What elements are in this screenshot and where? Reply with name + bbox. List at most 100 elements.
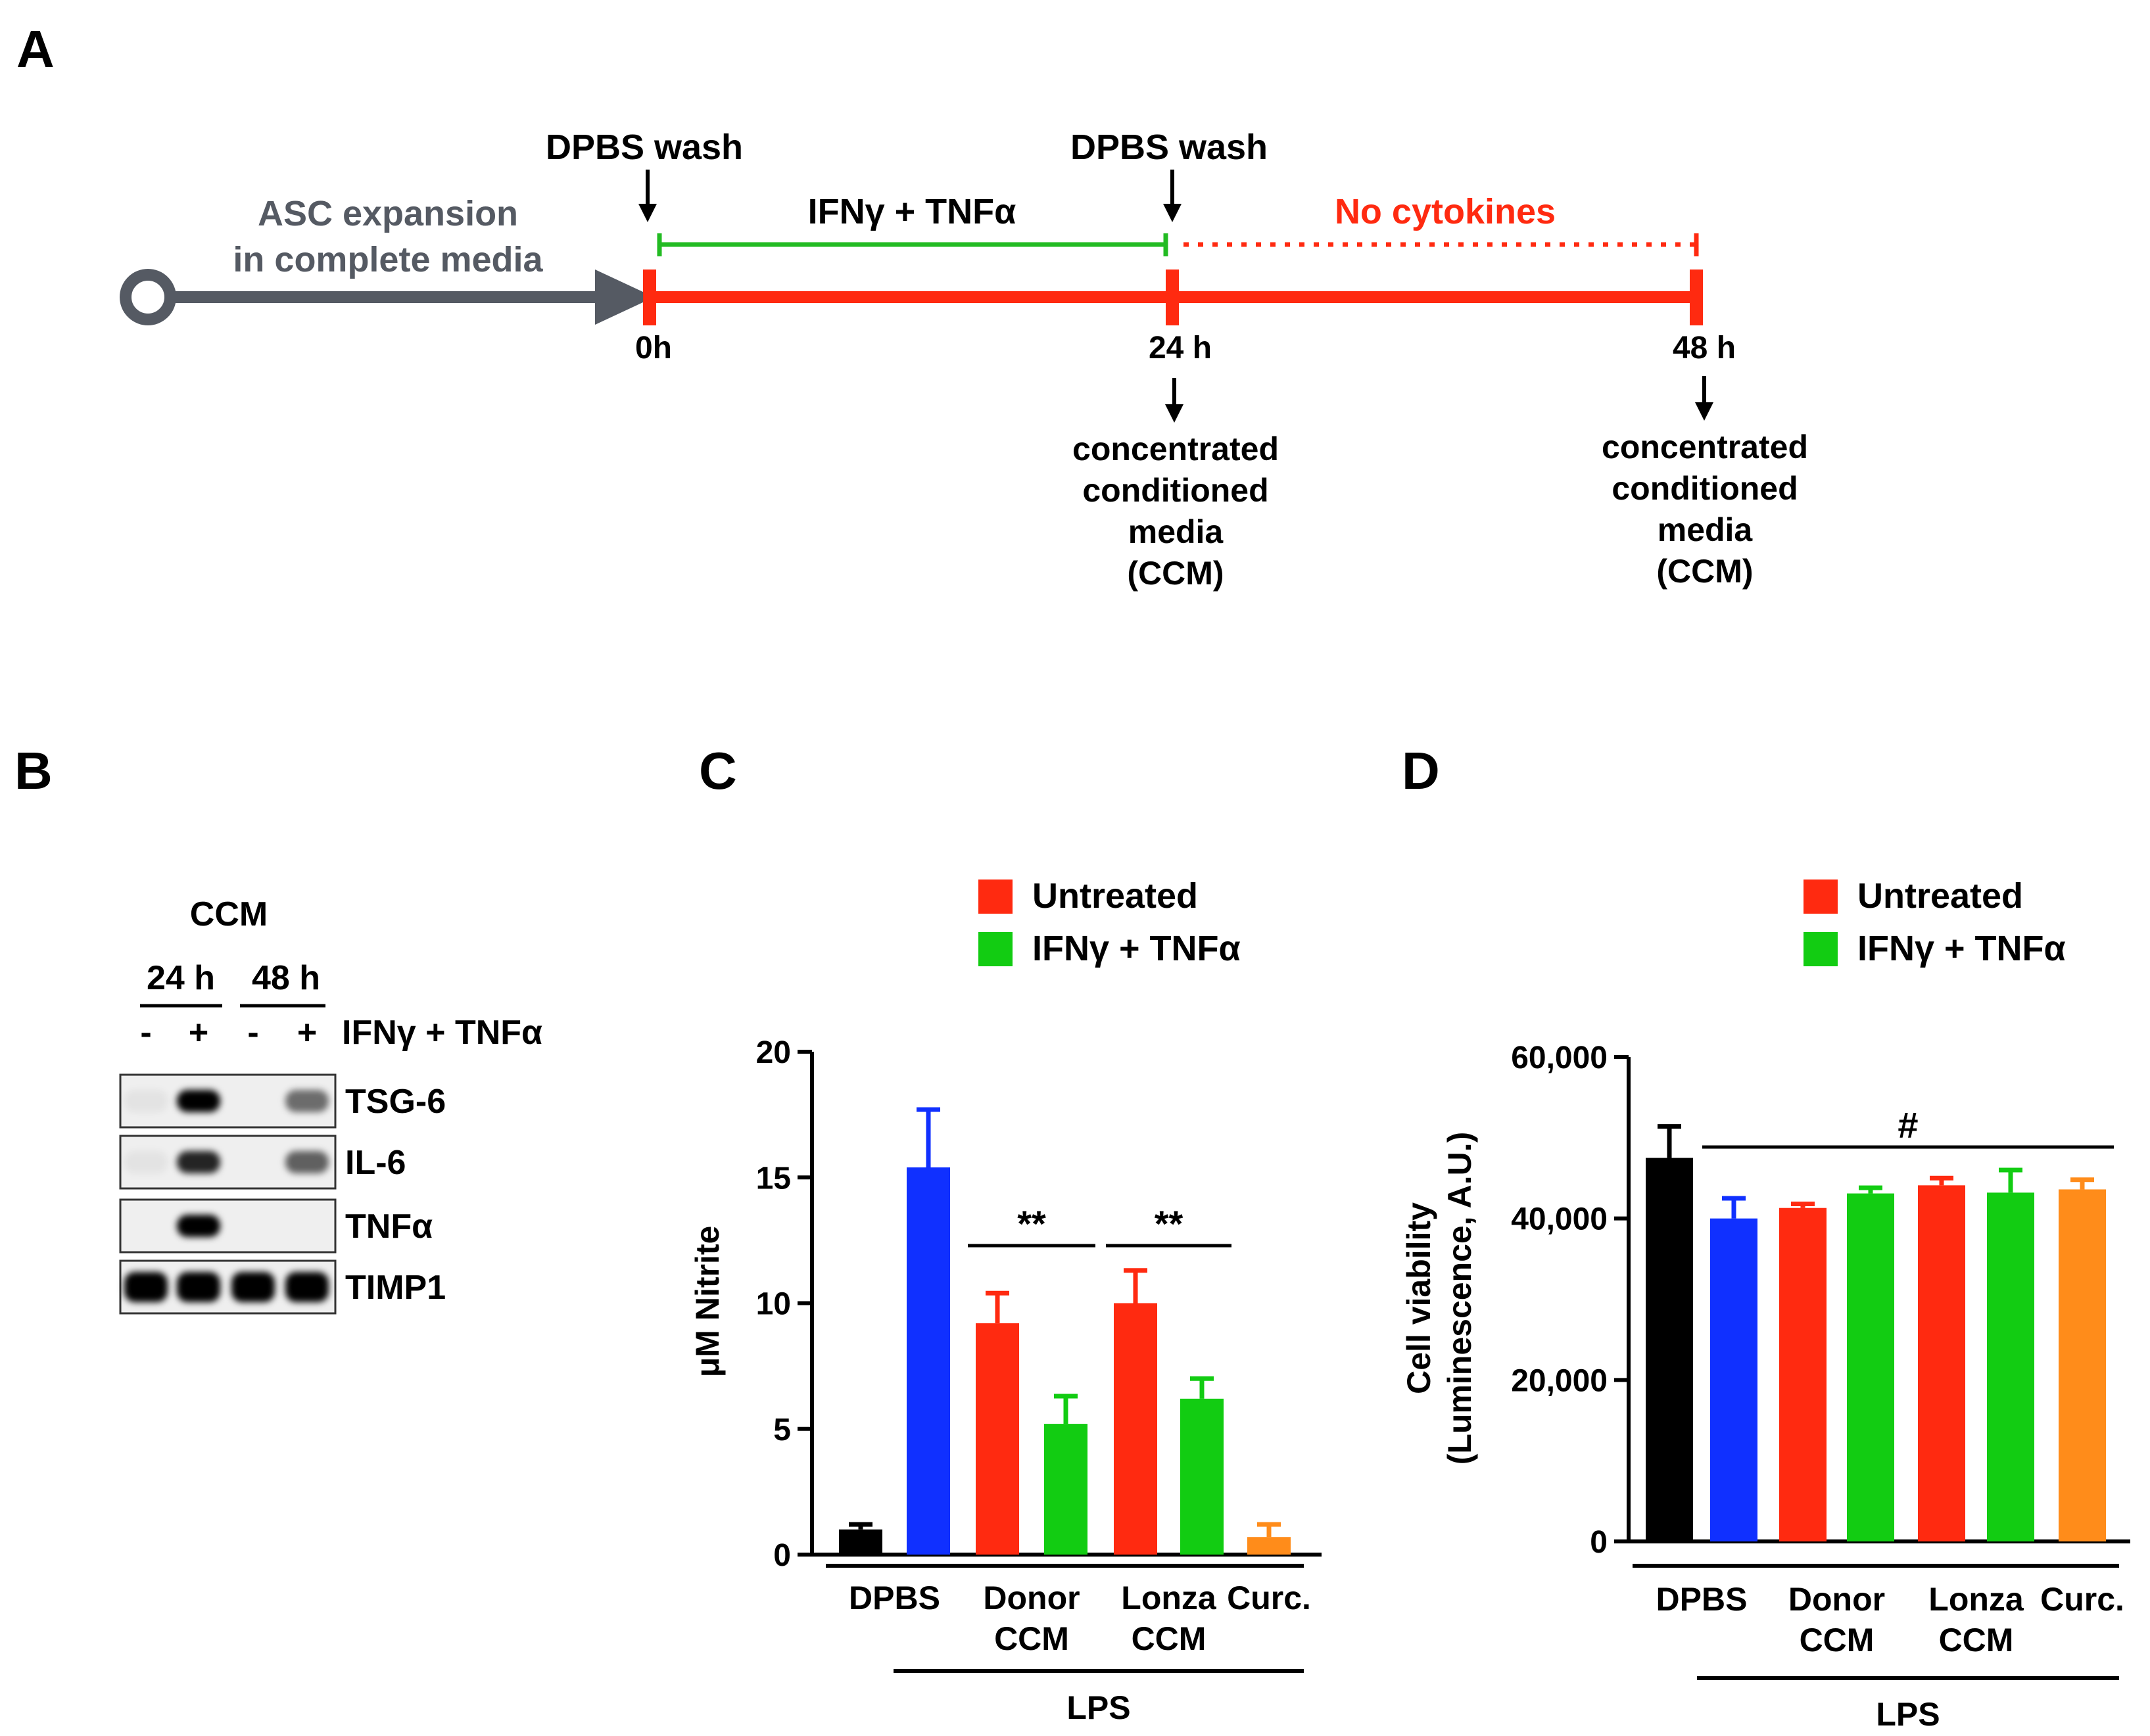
- treatment-label: LPS: [1876, 1696, 1940, 1733]
- y-tick-label: 40,000: [1511, 1202, 1608, 1237]
- blot-row: IL-6: [119, 1135, 406, 1190]
- blot-band: [285, 1151, 329, 1173]
- y-axis-label: μM Nitrite: [689, 1226, 726, 1378]
- blot-strip: [119, 1198, 337, 1254]
- group-label: CCM: [1132, 1620, 1206, 1657]
- significance-marker: **: [1017, 1203, 1046, 1244]
- collect-48h-line4: (CCM): [1656, 553, 1753, 590]
- significance-marker: #: [1898, 1104, 1918, 1146]
- wash-label-24h: DPBS wash: [1070, 128, 1268, 167]
- panel-label-d: D: [1402, 741, 1440, 800]
- legend-swatch: [978, 880, 1013, 914]
- treatment-label: LPS: [1066, 1689, 1130, 1726]
- expansion-label-line1: ASC expansion: [258, 194, 518, 233]
- group-label: Donor: [1788, 1581, 1885, 1618]
- group-label: CCM: [1939, 1622, 2014, 1658]
- legend-swatch: [1804, 880, 1838, 914]
- blot-protein-label: TNFα: [345, 1208, 433, 1246]
- legend-label: IFNγ + TNFα: [1032, 929, 1241, 968]
- collect-48h-line2: conditioned: [1612, 470, 1798, 507]
- legend-swatch: [1804, 932, 1838, 966]
- blot-band: [177, 1215, 220, 1237]
- bar: [976, 1323, 1019, 1555]
- group-label: Donor: [983, 1580, 1080, 1616]
- blot-band: [177, 1151, 220, 1173]
- bar: [907, 1167, 950, 1555]
- wash-label-0h: DPBS wash: [546, 128, 743, 167]
- bar: [1247, 1537, 1291, 1555]
- blot-protein-label: TIMP1: [345, 1269, 446, 1307]
- bar: [1710, 1218, 1757, 1541]
- collect-24h-line4: (CCM): [1127, 555, 1224, 592]
- blot-band: [124, 1151, 168, 1173]
- significance-marker: **: [1155, 1203, 1183, 1244]
- bar: [1646, 1158, 1693, 1541]
- collect-24h-line1: concentrated: [1072, 431, 1279, 467]
- blot-band: [124, 1090, 168, 1112]
- blot-treatment-label: IFNγ + TNFα: [342, 1014, 542, 1052]
- y-tick-label: 10: [756, 1287, 791, 1322]
- bar: [1044, 1424, 1087, 1555]
- expansion-label-line2: in complete media: [233, 240, 543, 279]
- blot-band: [124, 1272, 168, 1302]
- blot-row: TNFα: [119, 1198, 433, 1254]
- bar: [1180, 1398, 1224, 1555]
- y-tick-label: 20: [756, 1035, 791, 1070]
- group-label: DPBS: [849, 1580, 940, 1616]
- blot-band: [285, 1272, 329, 1302]
- panel-a: A ASC expansion in complete media IFNγ +…: [16, 20, 1808, 592]
- group-label: Lonza: [1928, 1581, 2024, 1618]
- legend-label: Untreated: [1857, 876, 2023, 916]
- treatment-label: IFNγ + TNFα: [808, 192, 1016, 231]
- collect-24h-line2: conditioned: [1082, 472, 1268, 509]
- timepoint-48h: 48 h: [1673, 331, 1736, 365]
- group-label: Lonza: [1121, 1580, 1217, 1616]
- panel-label-c: C: [699, 741, 737, 800]
- legend-swatch: [978, 932, 1013, 966]
- lane-sign-1: -: [140, 1014, 151, 1052]
- y-tick-label: 0: [1590, 1525, 1608, 1560]
- panel-label-b: B: [14, 741, 53, 800]
- collect-arrowhead-24h: [1165, 404, 1183, 423]
- group-label: CCM: [994, 1620, 1069, 1657]
- bar: [1987, 1192, 2034, 1541]
- blot-timepoint-48h: 48 h: [252, 959, 320, 997]
- bar: [1847, 1193, 1894, 1541]
- no-cytokines-label: No cytokines: [1335, 192, 1556, 231]
- legend-label: IFNγ + TNFα: [1857, 929, 2066, 968]
- blot-band: [285, 1090, 329, 1112]
- blot-band: [177, 1272, 220, 1302]
- panel-b: B CCM 24 h 48 h - + - + IFNγ + TNFα TSG-…: [14, 741, 542, 1315]
- y-tick-label: 5: [773, 1413, 791, 1447]
- collect-arrowhead-48h: [1695, 402, 1713, 421]
- collect-48h-line1: concentrated: [1602, 429, 1808, 465]
- group-label: Curc.: [1227, 1580, 1311, 1616]
- blot-row: TSG-6: [119, 1073, 446, 1129]
- bar: [1114, 1303, 1157, 1555]
- bar: [1918, 1185, 1965, 1541]
- lane-sign-3: -: [247, 1014, 258, 1052]
- y-axis-label: (Luminescence, A.U.): [1441, 1132, 1478, 1465]
- y-tick-label: 20,000: [1511, 1363, 1608, 1398]
- group-label: CCM: [1800, 1622, 1875, 1658]
- collect-48h-line3: media: [1658, 511, 1754, 548]
- y-tick-label: 60,000: [1511, 1041, 1608, 1075]
- panel-label-a: A: [16, 20, 55, 78]
- group-label: Curc.: [2040, 1581, 2124, 1618]
- bar: [1779, 1208, 1827, 1541]
- blot-timepoint-24h: 24 h: [147, 959, 215, 997]
- blot-protein-label: TSG-6: [345, 1083, 446, 1121]
- lane-sign-4: +: [297, 1014, 317, 1052]
- blot-protein-label: IL-6: [345, 1144, 406, 1182]
- timepoint-24h: 24 h: [1149, 331, 1212, 365]
- group-label: DPBS: [1656, 1581, 1748, 1618]
- y-tick-label: 0: [773, 1538, 791, 1573]
- lane-sign-2: +: [189, 1014, 208, 1052]
- bar: [2059, 1189, 2106, 1541]
- wash-arrowhead-0h: [638, 204, 657, 222]
- y-axis-label: Cell viability: [1400, 1202, 1437, 1394]
